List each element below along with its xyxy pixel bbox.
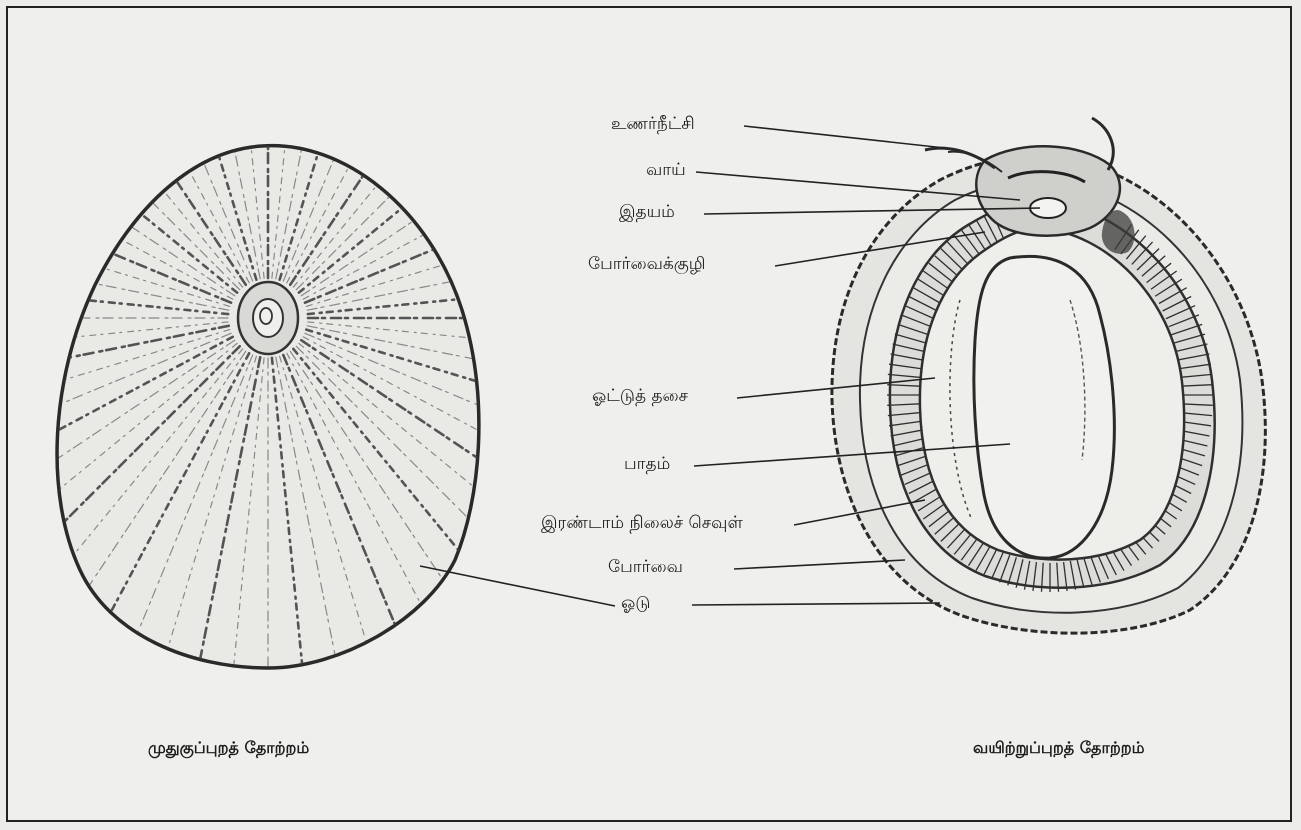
- caption-dorsal-view: முதுகுப்புறத் தோற்றம்: [148, 738, 309, 759]
- label-secondary-gill: இரண்டாம் நிலைச் செவுள்: [541, 513, 743, 535]
- ventral-shell: [832, 118, 1265, 633]
- foot-shape: [974, 256, 1114, 558]
- label-heart: இதயம்: [619, 202, 675, 224]
- label-mouth: வாய்: [646, 160, 686, 182]
- label-shell-muscle: ஓட்டுத் தசை: [592, 386, 688, 408]
- label-tentacle: உணர்நீட்சி: [611, 114, 695, 136]
- label-mantle-cavity: போர்வைக்குழி: [588, 254, 705, 276]
- label-shell: ஓடு: [621, 593, 650, 615]
- label-foot: பாதம்: [624, 454, 670, 476]
- dorsal-shell: [0, 0, 688, 738]
- label-mantle: போர்வை: [608, 557, 683, 579]
- caption-ventral-view: வயிற்றுப்புறத் தோற்றம்: [973, 738, 1145, 759]
